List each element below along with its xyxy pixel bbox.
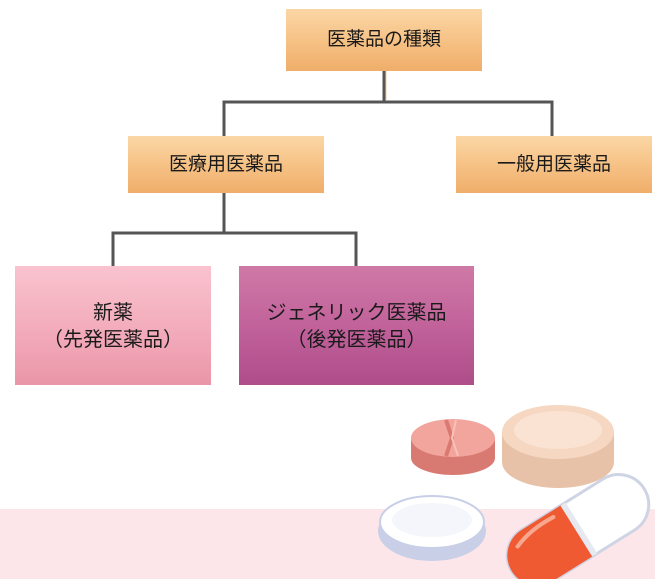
node-label: 医療用医薬品 (168, 152, 283, 175)
node-label-line1: 新薬 (93, 299, 133, 324)
node-otc-medicine: 一般用医薬品 (456, 136, 652, 193)
node-label-line2: （後発医薬品） (286, 326, 427, 351)
round-tablet-icon (502, 405, 614, 488)
split-tablet-icon (411, 419, 495, 475)
node-medicine-types: 医薬品の種類 (286, 9, 482, 71)
node-label-line1: ジェネリック医薬品 (266, 299, 447, 324)
capsule-icon (505, 473, 651, 579)
node-brand-medicine: 新薬 （先発医薬品） (15, 266, 211, 385)
white-tablet-icon (378, 495, 486, 561)
node-label: 一般用医薬品 (496, 152, 611, 175)
node-label-line2: （先発医薬品） (43, 326, 183, 351)
node-label: 医薬品の種類 (326, 28, 441, 51)
node-prescription-medicine: 医療用医薬品 (128, 136, 324, 193)
node-generic-medicine: ジェネリック医薬品 （後発医薬品） (239, 266, 474, 385)
